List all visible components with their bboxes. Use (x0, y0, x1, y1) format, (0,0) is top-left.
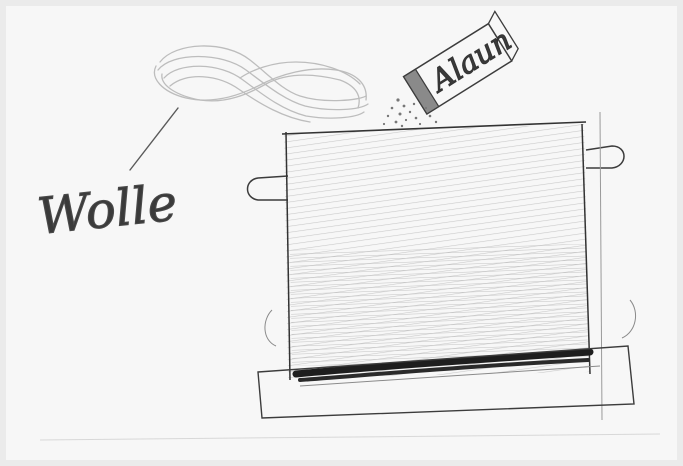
sketch-drawing: Wolle Alaun (0, 0, 683, 466)
